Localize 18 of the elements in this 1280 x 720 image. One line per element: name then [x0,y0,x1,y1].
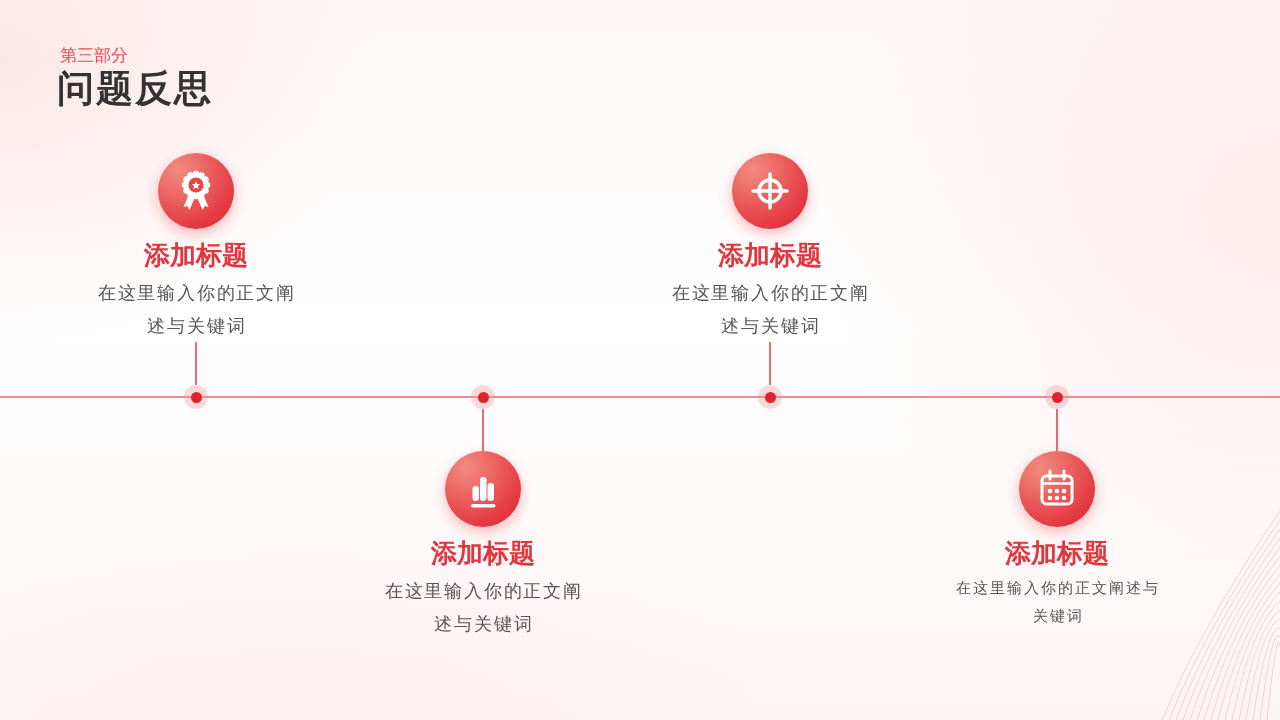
item-title: 添加标题 [718,239,822,271]
item-title: 添加标题 [144,239,248,271]
item-description: 在这里输入你的正文阐述与关键词 [670,281,870,338]
timeline-dot [184,385,208,409]
connector-line [482,408,484,452]
timeline-dot [471,385,495,409]
item-description: 在这里输入你的正文阐述与关键词 [96,281,296,338]
timeline-dot [1045,385,1069,409]
section-label: 第三部分 [60,45,128,66]
connector-line [769,341,771,386]
connector-line [195,341,197,386]
item-description: 在这里输入你的正文阐述与关键词 [955,578,1160,627]
item-title: 添加标题 [431,537,535,569]
slide-title: 问题反思 [57,66,213,112]
timeline-dot [758,385,782,409]
item-title: 添加标题 [1005,537,1109,569]
item-description: 在这里输入你的正文阐述与关键词 [383,579,583,636]
connector-line [1056,408,1058,452]
